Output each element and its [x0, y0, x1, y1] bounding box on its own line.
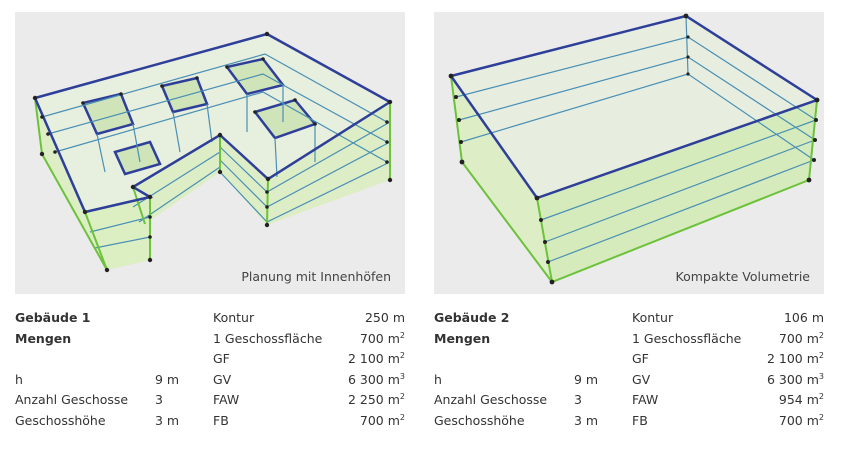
- building-2-caption: Kompakte Volumetrie: [675, 269, 811, 284]
- quantity-value: 2 100 m2: [766, 351, 824, 367]
- courtyard-5: [113, 140, 162, 176]
- quantity-value: 954 m2: [778, 392, 824, 408]
- quantity-value: 700 m2: [359, 330, 405, 346]
- quantity-label: FAW: [213, 392, 240, 408]
- param-label: Anzahl Geschosse: [15, 392, 129, 408]
- quantity-label: FB: [213, 413, 229, 428]
- building-title: Gebäude 1: [15, 310, 91, 325]
- building-title: Gebäude 2: [434, 310, 510, 325]
- param-label: h: [15, 371, 23, 387]
- quantity-label: GV: [632, 371, 651, 387]
- quantity-label: 1 Geschossfläche: [632, 330, 742, 346]
- quantity-value: 700 m2: [359, 413, 405, 428]
- nodes: [32, 31, 393, 273]
- building-2-drawing: [448, 13, 820, 285]
- quantity-label: FB: [632, 413, 648, 428]
- quantity-value: 2 100 m2: [347, 351, 405, 367]
- param-value: 3: [155, 392, 163, 408]
- building-1-drawing: [32, 31, 393, 273]
- quantity-value: 2 250 m2: [347, 392, 405, 408]
- quantity-value: 700 m2: [778, 413, 824, 428]
- left-wall: [451, 76, 552, 282]
- quantity-label: Kontur: [632, 310, 674, 325]
- param-value: 3: [574, 392, 582, 408]
- building-subtitle: Mengen: [15, 330, 72, 346]
- nodes: [448, 13, 820, 285]
- param-label: Anzahl Geschosse: [434, 392, 548, 408]
- param-label: Geschosshöhe: [15, 413, 106, 428]
- quantity-label: Kontur: [213, 310, 255, 325]
- main-front-wall: [220, 102, 390, 225]
- quantity-value: 700 m2: [778, 330, 824, 346]
- quantity-label: 1 Geschossfläche: [213, 330, 323, 346]
- param-value: 3 m: [155, 413, 180, 428]
- building-2-view: Kompakte Volumetrie: [434, 12, 824, 294]
- quantity-value: 6 300 m3: [766, 371, 824, 387]
- quantity-value: 6 300 m3: [347, 371, 405, 387]
- building-1-view: Planung mit Innenhöfen: [15, 12, 405, 294]
- param-label: Geschosshöhe: [434, 413, 525, 428]
- building-1-caption: Planung mit Innenhöfen: [241, 269, 391, 284]
- vertical-edges: [34, 97, 391, 271]
- param-label: h: [434, 371, 442, 387]
- param-value: 9 m: [155, 371, 180, 387]
- quantity-label: GF: [632, 351, 649, 367]
- building-subtitle: Mengen: [434, 330, 491, 346]
- quantity-value: 106 m: [783, 310, 824, 325]
- quantity-value: 250 m: [364, 310, 405, 325]
- param-value: 3 m: [574, 413, 599, 428]
- quantity-label: GF: [213, 351, 230, 367]
- wing-front-wall: [85, 197, 150, 270]
- quantity-label: GV: [213, 371, 232, 387]
- param-value: 9 m: [574, 371, 599, 387]
- quantity-label: FAW: [632, 392, 659, 408]
